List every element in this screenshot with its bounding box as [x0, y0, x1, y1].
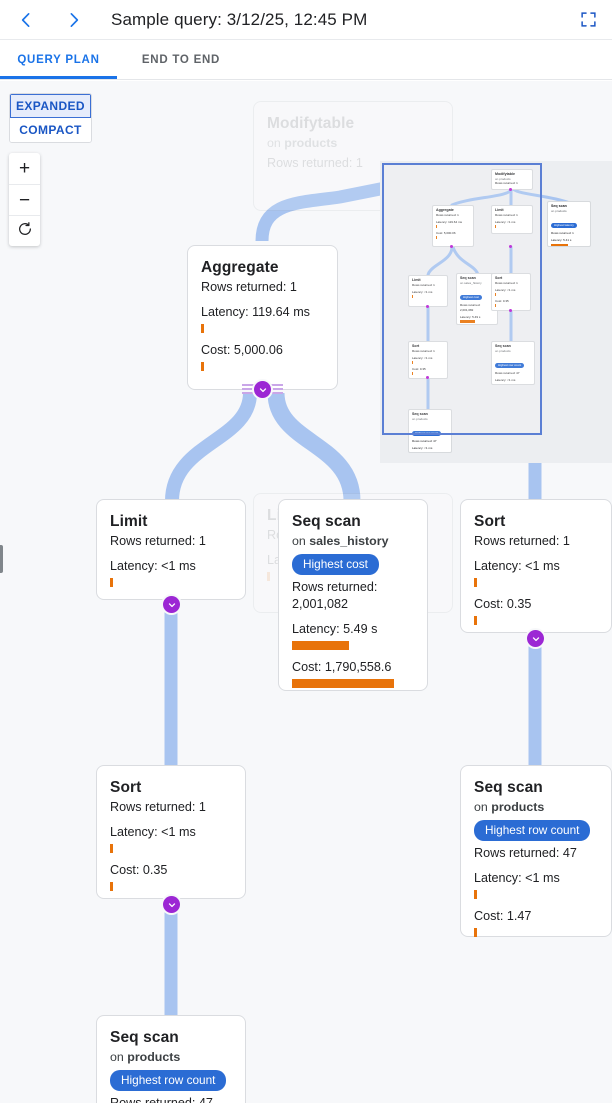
- node-table-label: on products: [474, 800, 545, 814]
- latency-bar: [474, 890, 477, 899]
- tab-query-plan[interactable]: QUERY PLAN: [0, 40, 117, 79]
- status-badge-highest-row-count: Highest row count: [474, 820, 591, 841]
- cost-bar: [201, 362, 204, 371]
- latency-value: Latency: <1 ms: [474, 871, 560, 885]
- collapse-toggle-sort-left[interactable]: [163, 896, 180, 913]
- latency-value: Latency: 119.64 ms: [201, 305, 310, 319]
- minimap-node-seqscan-highest-latency: Seq scan on products Highest latency Row…: [547, 201, 591, 247]
- node-title: Limit: [110, 513, 148, 530]
- node-sort-left[interactable]: Sort Rows returned: 1 Latency: <1 ms Cos…: [96, 765, 246, 899]
- zoom-out-button[interactable]: −: [9, 184, 40, 215]
- minimap-node-seqscan-products-right: Seq scan on products Highest row count R…: [491, 341, 535, 385]
- node-title: Sort: [110, 779, 142, 796]
- node-aggregate[interactable]: Aggregate Rows returned: 1 Latency: 119.…: [187, 245, 338, 390]
- latency-value: Latency: <1 ms: [110, 559, 196, 573]
- plan-canvas[interactable]: Modifytable on products Rows returned: 1…: [0, 81, 612, 1103]
- rows-returned-value: 2,001,082: [292, 597, 349, 611]
- status-badge-highest-row-count: Highest row count: [110, 1070, 227, 1091]
- tab-bar: QUERY PLAN END TO END: [0, 40, 612, 80]
- minimap-toggle-dot: [509, 245, 513, 249]
- latency-bar: [110, 844, 113, 853]
- collapse-toggle-sort-right[interactable]: [527, 630, 544, 647]
- plus-icon: +: [18, 158, 31, 179]
- minus-icon: −: [18, 189, 31, 211]
- rows-returned: Rows returned: 1: [110, 534, 206, 548]
- minimap-toggle-dot: [426, 305, 430, 309]
- collapse-toggle-limit[interactable]: [163, 596, 180, 613]
- minimap-node-modifytable: Modifytable on products Rows returned: 1: [491, 169, 533, 190]
- latency-bar: [292, 641, 349, 650]
- page-title: Sample query: 3/12/25, 12:45 PM: [111, 9, 368, 29]
- node-seq-scan-products-bottom[interactable]: Seq scan on products Highest row count R…: [96, 1015, 246, 1103]
- latency-value: Latency: <1 ms: [110, 825, 196, 839]
- node-table-label: on products: [267, 136, 338, 150]
- app-header: Sample query: 3/12/25, 12:45 PM: [0, 0, 612, 40]
- latency-bar: [110, 578, 113, 587]
- reset-view-button[interactable]: [9, 215, 40, 246]
- minimap-node-limit-mid: Limit Rows returned: 1 Latency: <1 ms: [408, 275, 448, 307]
- cost-value: Cost: 0.35: [110, 863, 168, 877]
- rows-returned: Rows returned: 1: [474, 534, 570, 548]
- cost-bar: [474, 928, 477, 937]
- tab-end-to-end[interactable]: END TO END: [141, 53, 221, 66]
- cost-bar: [292, 679, 394, 688]
- fullscreen-icon[interactable]: [573, 5, 603, 35]
- minimap[interactable]: Modifytable on products Rows returned: 1…: [380, 161, 612, 463]
- minimap-node-sort-left: Sort Rows returned: 1 Latency: <1 ms Cos…: [408, 341, 448, 379]
- status-badge-highest-cost: Highest cost: [292, 554, 379, 575]
- cost-value: Cost: 5,000.06: [201, 343, 283, 357]
- minimap-node-limit-top: Limit Rows returned: 1 Latency: <1 ms: [491, 205, 533, 234]
- collapse-toggle-aggregate[interactable]: [254, 381, 271, 398]
- node-title: Seq scan: [474, 779, 543, 796]
- latency-bar: [201, 324, 204, 333]
- cost-value: Cost: 0.35: [474, 597, 532, 611]
- cost-value: Cost: 1,790,558.6: [292, 660, 392, 674]
- rows-returned-label: Rows returned:: [292, 580, 378, 594]
- forward-chevron-right-icon[interactable]: [60, 6, 88, 34]
- zoom-in-button[interactable]: +: [9, 153, 40, 184]
- cost-bar: [474, 616, 477, 625]
- latency-value: Latency: 5.49 s: [292, 622, 378, 636]
- vertical-scrollbar-nub[interactable]: [0, 545, 3, 573]
- node-seq-scan-sales-history[interactable]: Seq scan on sales_history Highest cost R…: [278, 499, 428, 691]
- minimap-toggle-dot: [426, 376, 430, 380]
- latency-bar: [267, 572, 270, 581]
- reset-rotate-icon: [17, 221, 33, 242]
- minimap-toggle-dot: [450, 245, 454, 249]
- zoom-controls: + −: [9, 153, 40, 246]
- node-table-label: on products: [110, 1050, 181, 1064]
- node-seq-scan-products-right[interactable]: Seq scan on products Highest row count R…: [460, 765, 612, 937]
- cost-bar: [110, 882, 113, 891]
- node-sort-right[interactable]: Sort Rows returned: 1 Latency: <1 ms Cos…: [460, 499, 612, 633]
- rows-returned: Rows returned: 47: [110, 1096, 213, 1103]
- minimap-node-sort-right: Sort Rows returned: 1 Latency: <1 ms Cos…: [491, 273, 531, 311]
- cost-value: Cost: 1.47: [474, 909, 532, 923]
- node-limit[interactable]: Limit Rows returned: 1 Latency: <1 ms: [96, 499, 246, 600]
- density-segmented-control: EXPANDED COMPACT: [9, 93, 92, 143]
- node-title: Sort: [474, 513, 506, 530]
- compact-button[interactable]: COMPACT: [10, 118, 91, 142]
- minimap-node-aggregate: Aggregate Rows returned: 1 Latency: 119.…: [432, 205, 474, 247]
- node-table-label: on sales_history: [292, 534, 389, 548]
- latency-bar: [474, 578, 477, 587]
- rows-returned: Rows returned: 1: [110, 800, 206, 814]
- node-title: Seq scan: [110, 1029, 179, 1046]
- node-title: Seq scan: [292, 513, 361, 530]
- expanded-button[interactable]: EXPANDED: [10, 94, 91, 118]
- minimap-toggle-dot: [509, 188, 513, 192]
- latency-value: Latency: <1 ms: [474, 559, 560, 573]
- back-chevron-left-icon[interactable]: [12, 6, 40, 34]
- minimap-toggle-dot: [509, 309, 513, 313]
- minimap-node-seqscan-products-bottom: Seq scan on products Highest row count R…: [408, 409, 452, 453]
- rows-returned: Rows returned: 1: [201, 280, 297, 294]
- node-title: Aggregate: [201, 259, 279, 276]
- rows-returned: Rows returned: 47: [474, 846, 577, 860]
